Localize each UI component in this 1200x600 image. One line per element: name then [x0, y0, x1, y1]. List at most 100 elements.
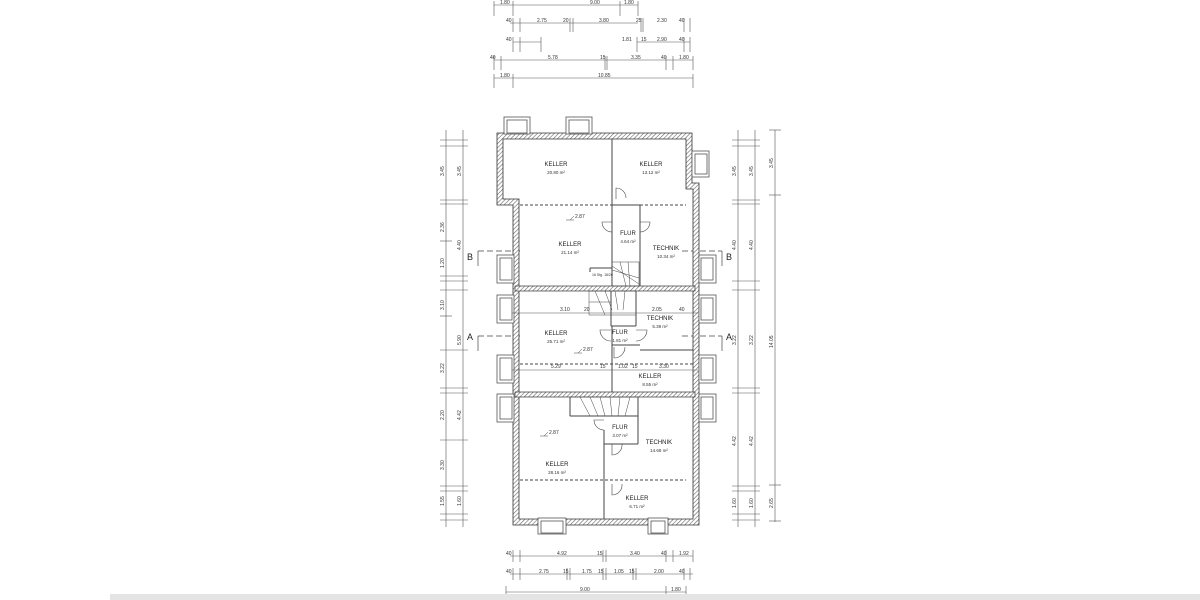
- svg-text:2.90: 2.90: [657, 37, 667, 43]
- svg-text:4.92: 4.92: [557, 551, 567, 557]
- svg-text:1.60: 1.60: [732, 498, 738, 508]
- svg-text:4.42: 4.42: [732, 436, 738, 446]
- svg-text:3.45: 3.45: [749, 166, 755, 176]
- svg-text:15: 15: [600, 55, 606, 61]
- height-mark-1: 2.87: [575, 214, 585, 220]
- svg-text:9.00: 9.00: [590, 0, 600, 6]
- svg-text:40: 40: [661, 55, 667, 61]
- svg-text:3.45: 3.45: [769, 158, 775, 168]
- svg-text:15: 15: [629, 569, 635, 575]
- svg-text:3.45: 3.45: [457, 166, 463, 176]
- stair-note: 16 Stg. 18/26: [592, 273, 613, 277]
- svg-text:3.35: 3.35: [631, 55, 641, 61]
- inner-dimension-lines: [512, 312, 698, 371]
- svg-text:15: 15: [597, 551, 603, 557]
- svg-text:3.40: 3.40: [630, 551, 640, 557]
- section-marker-b-left: B: [467, 252, 473, 262]
- svg-text:40: 40: [506, 551, 512, 557]
- svg-text:5.29: 5.29: [551, 364, 561, 370]
- svg-text:1.80: 1.80: [679, 55, 689, 61]
- svg-text:10.85: 10.85: [598, 73, 611, 79]
- svg-text:1.60: 1.60: [457, 496, 463, 506]
- svg-text:4.40: 4.40: [732, 240, 738, 250]
- svg-text:15: 15: [632, 364, 638, 370]
- svg-text:15: 15: [600, 364, 606, 370]
- svg-text:5.90: 5.90: [457, 335, 463, 345]
- svg-text:4.42: 4.42: [457, 410, 463, 420]
- svg-text:4.42: 4.42: [749, 436, 755, 446]
- svg-text:1.05: 1.05: [614, 569, 624, 575]
- svg-text:6.71 m²: 6.71 m²: [629, 504, 645, 509]
- svg-text:25.71 m²: 25.71 m²: [547, 339, 565, 344]
- svg-text:21.14 m²: 21.14 m²: [561, 250, 579, 255]
- svg-text:14.68 m²: 14.68 m²: [650, 448, 668, 453]
- svg-text:3.07 m²: 3.07 m²: [612, 433, 628, 438]
- svg-text:40: 40: [679, 569, 685, 575]
- inner-dimension-labels: 3.10 20 2.05 40 5.29 15 1.02 15 3.30: [551, 307, 685, 370]
- svg-text:1.60: 1.60: [749, 498, 755, 508]
- svg-text:1.81: 1.81: [622, 37, 632, 43]
- svg-text:2.30: 2.30: [657, 18, 667, 24]
- svg-text:40: 40: [506, 569, 512, 575]
- svg-text:40: 40: [679, 37, 685, 43]
- horizontal-scrollbar[interactable]: [110, 594, 1200, 600]
- svg-text:5.78: 5.78: [548, 55, 558, 61]
- svg-text:KELLER: KELLER: [544, 162, 568, 168]
- svg-text:3.10: 3.10: [440, 300, 446, 310]
- svg-text:KELLER: KELLER: [545, 462, 569, 468]
- svg-text:1.55: 1.55: [440, 496, 446, 506]
- section-markers: [477, 250, 723, 351]
- svg-text:10.34 m²: 10.34 m²: [657, 254, 675, 259]
- svg-text:28.16 m²: 28.16 m²: [548, 470, 566, 475]
- party-walls: [514, 285, 696, 398]
- bottom-dimension-labels: 40 4.92 15 3.40 40 1.92 40 2.75 15 1.75 …: [506, 551, 689, 593]
- svg-text:TECHNIK: TECHNIK: [647, 316, 673, 322]
- svg-text:KELLER: KELLER: [544, 331, 568, 337]
- staircases: [569, 261, 640, 417]
- svg-text:3.45: 3.45: [440, 166, 446, 176]
- svg-text:KELLER: KELLER: [558, 242, 582, 248]
- svg-text:KELLER: KELLER: [639, 162, 663, 168]
- height-marks: [540, 215, 583, 437]
- svg-text:40: 40: [506, 18, 512, 24]
- left-dimension-chains: [440, 130, 468, 527]
- svg-text:2.05: 2.05: [652, 307, 662, 313]
- svg-text:1.80: 1.80: [671, 587, 681, 593]
- svg-text:3.30: 3.30: [440, 460, 446, 470]
- svg-text:1.02: 1.02: [618, 364, 628, 370]
- height-mark-3: 2.87: [549, 430, 559, 436]
- svg-text:40: 40: [490, 55, 496, 61]
- svg-text:1.75: 1.75: [582, 569, 592, 575]
- svg-text:13.12 m²: 13.12 m²: [642, 170, 660, 175]
- svg-text:9.00: 9.00: [580, 587, 590, 593]
- svg-text:1.80: 1.80: [500, 0, 510, 6]
- svg-text:2.36: 2.36: [440, 222, 446, 232]
- svg-text:2.00: 2.00: [654, 569, 664, 575]
- right-dimension-labels: 3.45 3.45 3.45 4.40 4.40 3.22 3.22 14.05…: [732, 158, 775, 508]
- svg-text:15: 15: [563, 569, 569, 575]
- svg-text:40: 40: [661, 551, 667, 557]
- svg-text:2.75: 2.75: [537, 18, 547, 24]
- svg-text:15: 15: [641, 37, 647, 43]
- svg-text:2.65: 2.65: [769, 498, 775, 508]
- svg-text:1.80: 1.80: [500, 73, 510, 79]
- svg-text:20: 20: [563, 18, 569, 24]
- svg-text:TECHNIK: TECHNIK: [653, 246, 679, 252]
- svg-text:KELLER: KELLER: [638, 374, 662, 380]
- section-marker-b-right: B: [726, 252, 732, 262]
- svg-text:1.20: 1.20: [440, 258, 446, 268]
- height-mark-2: 2.87: [583, 347, 593, 353]
- svg-text:40: 40: [679, 307, 685, 313]
- svg-text:4.40: 4.40: [457, 240, 463, 250]
- svg-text:FLUR: FLUR: [612, 425, 628, 431]
- room-labels: KELLER 20.80 m² KELLER 13.12 m² KELLER 2…: [544, 162, 679, 509]
- svg-text:3.45: 3.45: [732, 166, 738, 176]
- top-dimension-chains: [493, 1, 694, 88]
- door-swings: [593, 187, 651, 496]
- light-wells: [496, 116, 717, 535]
- svg-text:KELLER: KELLER: [625, 496, 649, 502]
- svg-text:15: 15: [598, 569, 604, 575]
- bottom-dimension-chains: [505, 550, 694, 598]
- svg-text:3.10: 3.10: [560, 307, 570, 313]
- svg-text:3.22: 3.22: [440, 363, 446, 373]
